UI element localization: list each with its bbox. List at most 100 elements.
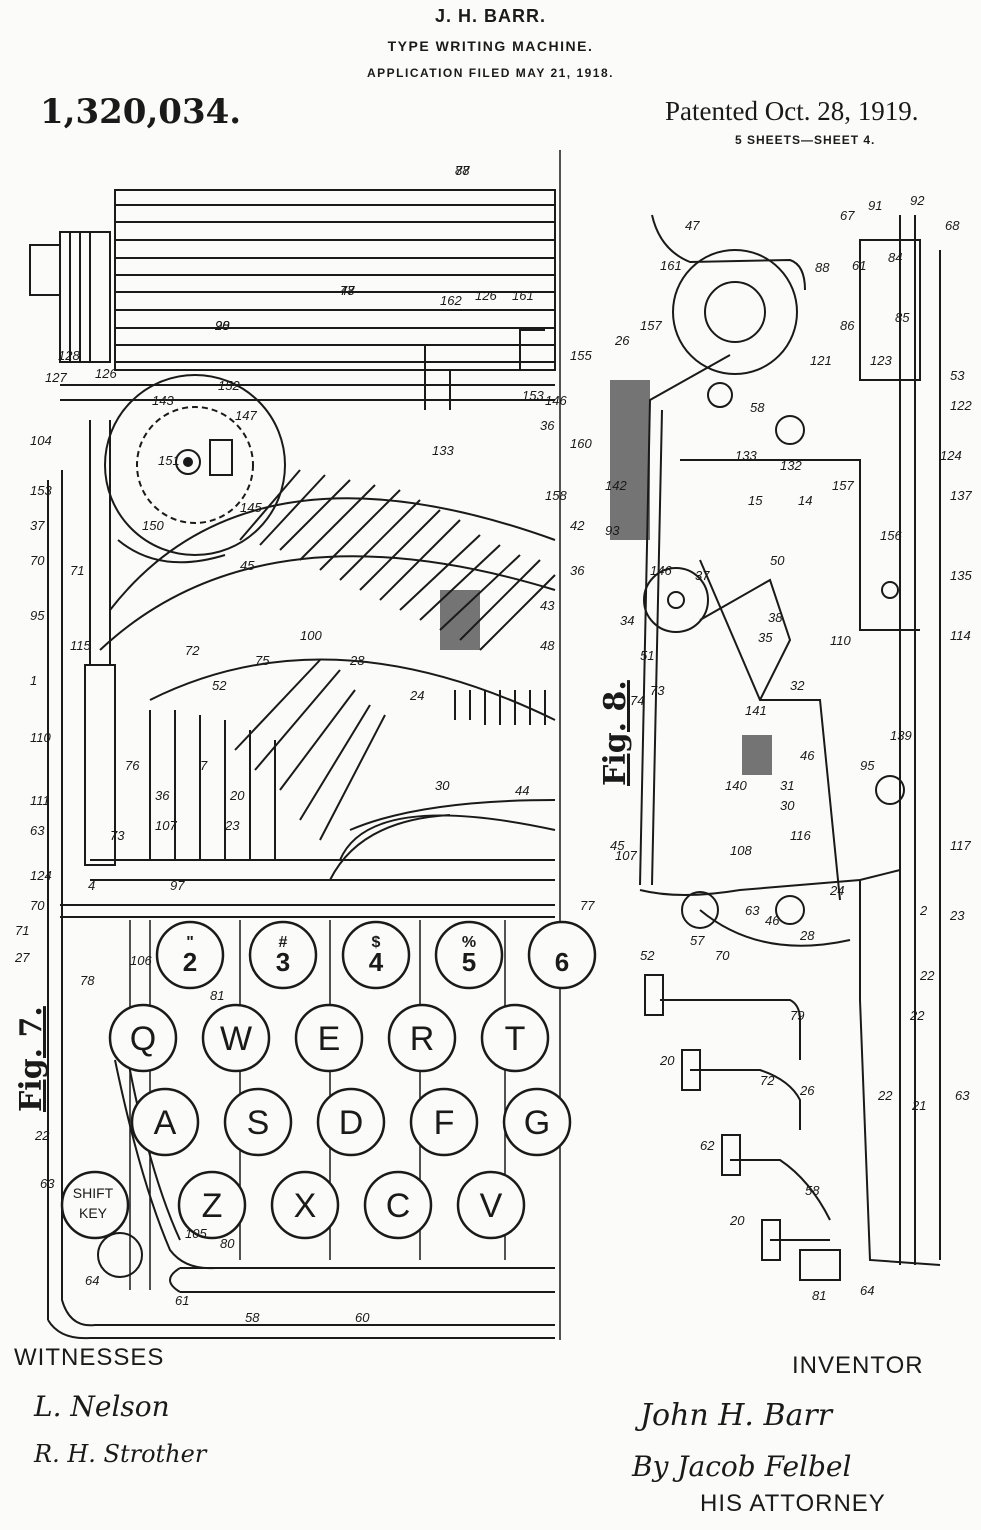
- reference-numeral: 104: [30, 433, 52, 448]
- key-d[interactable]: D: [316, 1087, 386, 1157]
- patented-date: Patented Oct. 28, 1919.: [665, 96, 919, 126]
- reference-numeral: 140: [725, 778, 747, 793]
- reference-numeral: 115: [70, 638, 91, 653]
- key-g[interactable]: G: [502, 1087, 572, 1157]
- reference-numeral: 137: [950, 488, 972, 503]
- reference-numeral: 161: [660, 258, 682, 273]
- key-letter: D: [339, 1104, 364, 1142]
- reference-numeral: 23: [224, 818, 240, 833]
- reference-numeral: 42: [570, 518, 585, 533]
- fig7-platen: [29, 189, 556, 410]
- key-s[interactable]: S: [223, 1087, 293, 1157]
- inventor-label: INVENTOR: [792, 1352, 924, 1379]
- reference-numeral: 50: [770, 553, 785, 568]
- reference-numeral: 61: [175, 1293, 189, 1308]
- reference-numeral: 15: [748, 493, 763, 508]
- reference-numeral: 91: [868, 198, 882, 213]
- reference-numeral: 51: [640, 648, 654, 663]
- key-z[interactable]: Z: [177, 1170, 247, 1240]
- key-letter: X: [294, 1187, 317, 1225]
- reference-numeral: 24: [829, 883, 844, 898]
- key-t[interactable]: T: [480, 1003, 550, 1073]
- key-3[interactable]: #3: [248, 920, 318, 990]
- reference-numeral: 7: [200, 758, 208, 773]
- key-letter: E: [318, 1020, 341, 1058]
- key-letter: Z: [202, 1187, 223, 1225]
- reference-numeral: 43: [540, 598, 555, 613]
- sheet-count: 5 SHEETS—SHEET 4.: [735, 133, 876, 147]
- key-4[interactable]: $4: [341, 920, 411, 990]
- key-main-symbol: 5: [462, 947, 476, 977]
- reference-numeral: 1: [30, 673, 37, 688]
- reference-numeral: 107: [615, 848, 637, 863]
- reference-numeral: 74: [630, 693, 644, 708]
- key-r[interactable]: R: [387, 1003, 457, 1073]
- key-x[interactable]: X: [270, 1170, 340, 1240]
- reference-numeral: 63: [955, 1088, 970, 1103]
- reference-numeral: 14: [798, 493, 812, 508]
- reference-numeral: 162: [440, 293, 462, 308]
- reference-numeral: 58: [805, 1183, 820, 1198]
- reference-numeral: 20: [229, 788, 245, 803]
- reference-numeral: 2: [919, 903, 928, 918]
- reference-numeral: 77: [455, 163, 470, 178]
- key-6[interactable]: 6: [527, 920, 597, 990]
- reference-numeral: 30: [435, 778, 450, 793]
- application-filed: APPLICATION FILED MAY 21, 1918.: [366, 66, 614, 80]
- key-c[interactable]: C: [363, 1170, 433, 1240]
- reference-numeral: 151: [158, 453, 180, 468]
- key-e[interactable]: E: [294, 1003, 364, 1073]
- reference-numeral: 124: [30, 868, 52, 883]
- reference-numeral: 63: [745, 903, 760, 918]
- reference-numeral: 22: [909, 1008, 925, 1023]
- fig7-ribbon-spool: [104, 374, 286, 564]
- reference-numeral: 28: [349, 653, 365, 668]
- reference-numeral: 70: [30, 898, 45, 913]
- reference-numeral: 88: [815, 260, 830, 275]
- fig8-gear: [643, 382, 905, 929]
- reference-numeral: 67: [840, 208, 855, 223]
- reference-numeral: 128: [58, 348, 80, 363]
- reference-numeral: 78: [80, 973, 95, 988]
- reference-numeral: 132: [780, 458, 802, 473]
- reference-numeral: 31: [780, 778, 794, 793]
- reference-numeral: 71: [15, 923, 29, 938]
- reference-numeral: 38: [768, 610, 783, 625]
- key-5[interactable]: %5: [434, 920, 504, 990]
- reference-numeral: 147: [235, 408, 257, 423]
- key-letter: Q: [130, 1020, 156, 1058]
- reference-numeral: 64: [860, 1283, 874, 1298]
- fig8-frame: [639, 215, 941, 1281]
- key-2[interactable]: "2: [155, 920, 225, 990]
- reference-numeral: 30: [780, 798, 795, 813]
- reference-numeral: 146: [545, 393, 567, 408]
- reference-numeral: 84: [888, 250, 902, 265]
- fig7-frame: [47, 420, 555, 1340]
- figure-8-label: Fig. 8.: [598, 680, 633, 786]
- reference-numeral: 108: [730, 843, 752, 858]
- reference-numeral: 141: [745, 703, 767, 718]
- key-v[interactable]: V: [456, 1170, 526, 1240]
- key-a[interactable]: A: [130, 1087, 200, 1157]
- reference-numeral: 27: [14, 950, 30, 965]
- reference-numeral: 88: [455, 163, 470, 178]
- reference-numeral: 70: [30, 553, 45, 568]
- reference-numeral: 72: [185, 643, 200, 658]
- reference-numeral: 26: [799, 1083, 815, 1098]
- reference-numeral: 158: [545, 488, 567, 503]
- key-f[interactable]: F: [409, 1087, 479, 1157]
- reference-numeral: 153: [522, 388, 544, 403]
- key-top-symbol: ": [186, 934, 194, 951]
- witnesses-label: WITNESSES: [14, 1344, 165, 1371]
- reference-numeral: 123: [870, 353, 892, 368]
- reference-numeral: 36: [155, 788, 170, 803]
- key-w[interactable]: W: [201, 1003, 271, 1073]
- reference-numeral: 110: [30, 730, 51, 745]
- attorney-signature: By Jacob Felbel: [632, 1450, 852, 1483]
- key-q[interactable]: Q: [108, 1003, 178, 1073]
- reference-numeral: 126: [95, 366, 117, 381]
- reference-numeral: 58: [750, 400, 765, 415]
- reference-numeral: 22: [919, 968, 935, 983]
